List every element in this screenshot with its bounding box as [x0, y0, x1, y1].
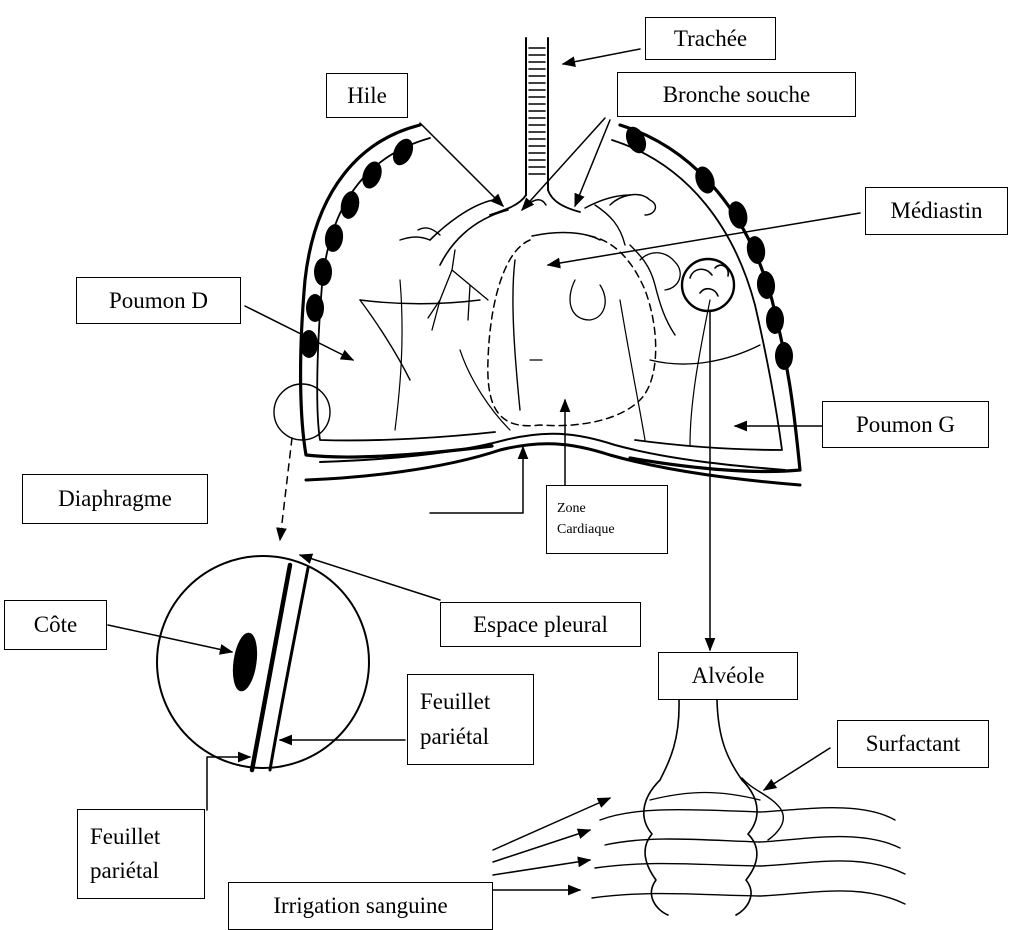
zone-cardiaque-line-1: Zone	[557, 499, 586, 519]
label-surfactant: Surfactant	[837, 720, 989, 768]
right-lung	[301, 125, 510, 457]
label-bronche-souche: Bronche souche	[617, 72, 856, 117]
alveolus-lung	[682, 259, 734, 311]
zone-cardiaque-line-2: Cardiaque	[557, 520, 615, 540]
ribs	[300, 124, 793, 370]
label-espace-pleural: Espace pleural	[440, 602, 641, 647]
label-cote: Côte	[4, 600, 107, 650]
label-feuillet-parietal-2: Feuillet pariétal	[77, 809, 205, 899]
label-feuillet-parietal-1: Feuillet pariétal	[407, 674, 534, 765]
feuillet-parietal-1-line-1: Feuillet	[420, 685, 490, 720]
feuillet-parietal-2-line-2: pariétal	[90, 854, 159, 889]
label-mediastin: Médiastin	[865, 187, 1008, 235]
diaphragm	[306, 434, 800, 485]
pleura-magnified	[157, 556, 369, 770]
trachea	[490, 38, 580, 215]
label-hile: Hile	[326, 73, 408, 118]
label-irrigation-sanguine: Irrigation sanguine	[228, 882, 493, 930]
label-poumon-d: Poumon D	[76, 277, 241, 324]
label-poumon-g: Poumon G	[822, 401, 989, 448]
feuillet-parietal-1-line-2: pariétal	[420, 720, 489, 755]
label-alveole: Alvéole	[658, 652, 798, 700]
label-zone-cardiaque: Zone Cardiaque	[546, 485, 668, 554]
feuillet-parietal-2-line-1: Feuillet	[90, 820, 160, 855]
label-diaphragme: Diaphragme	[22, 474, 208, 524]
label-trachee: Trachée	[645, 17, 776, 60]
